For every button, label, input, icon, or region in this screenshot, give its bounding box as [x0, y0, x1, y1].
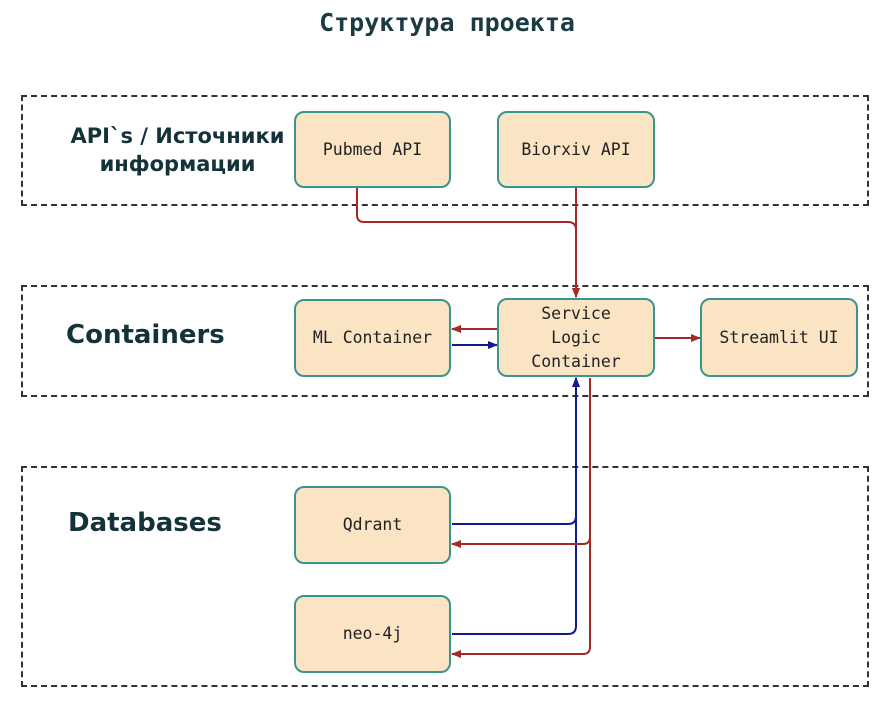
node-ml-container[interactable]: ML Container: [294, 299, 451, 377]
group-label-apis: API`s / Источники информации: [70, 124, 285, 176]
diagram-title: Структура проекта: [319, 8, 575, 37]
node-service-logic-container[interactable]: Service Logic Container: [497, 298, 655, 377]
edge-neo4j-to-service: [452, 377, 580, 635]
group-apis: [21, 95, 869, 206]
group-label-databases: Databases: [68, 508, 222, 538]
edge-pubmed-to-service: [356, 188, 580, 298]
node-biorxiv-api[interactable]: Biorxiv API: [497, 111, 655, 188]
node-streamlit-ui[interactable]: Streamlit UI: [700, 298, 858, 377]
group-label-containers: Containers: [66, 320, 225, 350]
edge-qdrant-to-service: [452, 377, 580, 525]
group-databases: [21, 466, 869, 687]
edge-service-to-qdrant: [451, 378, 591, 548]
node-neo4j[interactable]: neo-4j: [294, 595, 451, 673]
node-qdrant[interactable]: Qdrant: [294, 486, 451, 564]
group-containers: [21, 285, 869, 397]
edge-service-to-neo4j: [451, 378, 591, 658]
node-pubmed-api[interactable]: Pubmed API: [294, 111, 451, 188]
